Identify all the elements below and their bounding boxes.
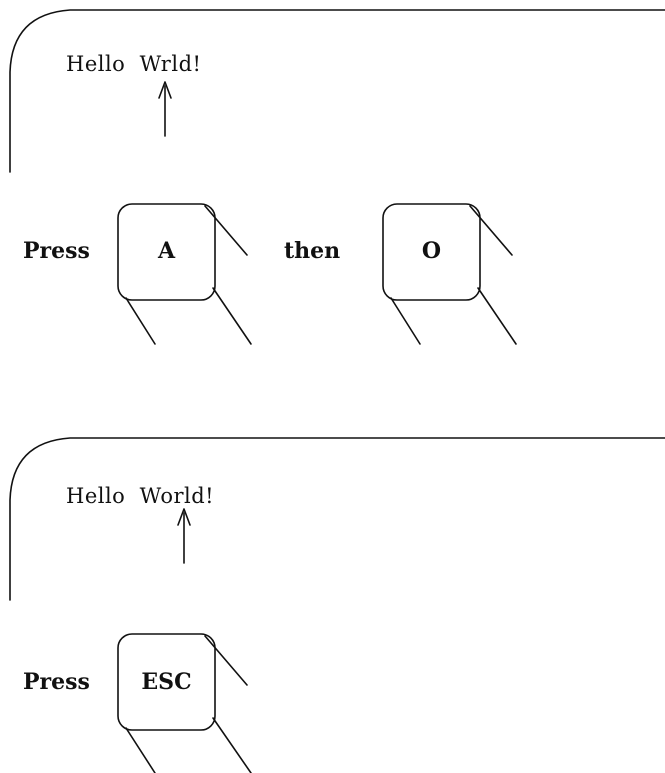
- screen-text-2: Hello World!: [66, 484, 215, 508]
- cursor-arrow-2: [177, 508, 191, 564]
- key-outline-o: [382, 203, 517, 345]
- key-o: O: [421, 238, 442, 264]
- press-label-2: Press: [23, 669, 90, 695]
- press-label-1: Press: [23, 238, 90, 264]
- key-outline-esc: [117, 633, 252, 773]
- then-label: then: [284, 238, 341, 264]
- screen-text-1: Hello Wrld!: [66, 52, 202, 76]
- screen-frame-2: [9, 437, 665, 601]
- cursor-arrow-1: [158, 81, 172, 137]
- key-outline-a: [117, 203, 252, 345]
- key-a: A: [157, 238, 176, 264]
- screen-frame-1: [9, 9, 665, 173]
- key-esc: ESC: [141, 669, 192, 695]
